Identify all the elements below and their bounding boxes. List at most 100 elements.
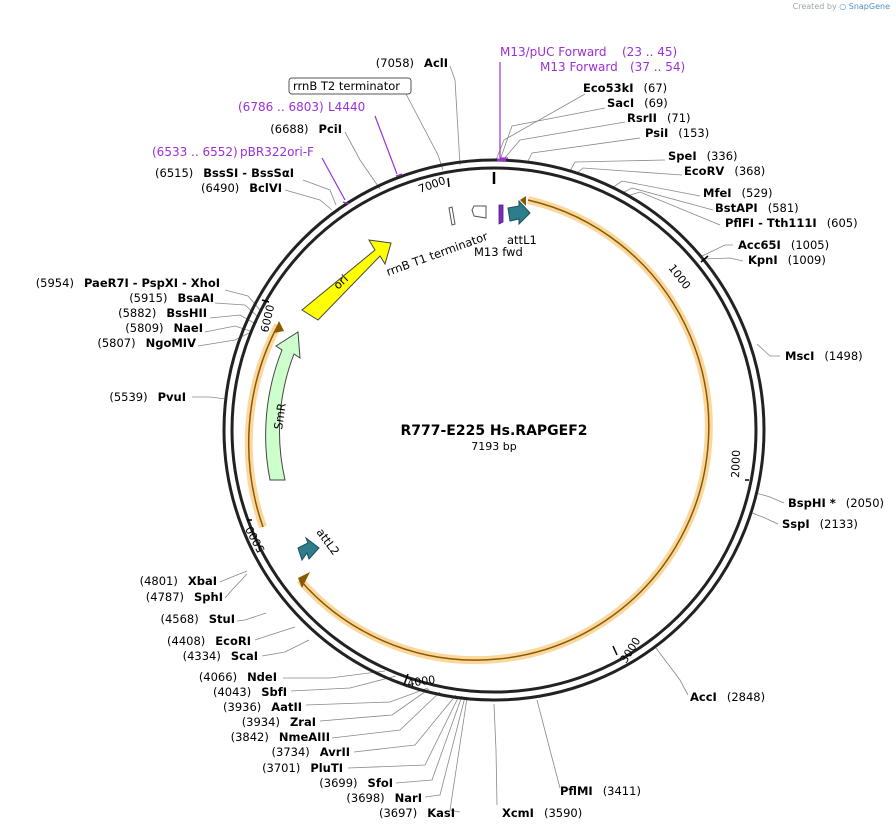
svg-text:(5882)BssHII: (5882)BssHII	[118, 306, 207, 320]
svg-text:Eco53kI(67): Eco53kI(67)	[583, 81, 667, 95]
site-pluti: PluTI	[310, 761, 343, 775]
site-acli-pos: (7058)	[376, 56, 414, 70]
rrnb-t1-feature	[471, 205, 487, 219]
svg-text:(4787)SphI: (4787) SphI	[146, 590, 223, 604]
svg-text:SacI(69): SacI (69)	[607, 96, 668, 110]
svg-text:(5809)NaeI: (5809)NaeI	[125, 321, 203, 335]
site-acli: AclI	[424, 56, 448, 70]
site-paer7i-pspxi-xhoi: PaeR7I - PspXI - XhoI	[84, 276, 220, 290]
site-spei-pos: (336)	[707, 149, 738, 163]
primer-l4440-name: L4440	[328, 100, 365, 114]
credit-prefix: Created by	[792, 2, 837, 11]
primer-marks	[321, 62, 508, 205]
site-ecori-pos: (4408)	[167, 634, 205, 648]
primer-pbr322-name: pBR322ori-F	[240, 145, 314, 159]
site-xbai: XbaI	[188, 574, 217, 588]
primer-m13fwd-pos: (37 .. 54)	[630, 60, 685, 74]
svg-text:(3699)SfoI: (3699)SfoI	[319, 776, 393, 790]
site-kpni-pos: (1009)	[788, 253, 826, 267]
site-nari-pos: (3698)	[346, 791, 384, 805]
site-bsssi-pos: (6515)	[155, 166, 193, 180]
site-bstapi-pos: (581)	[768, 201, 799, 215]
svg-text:(3701)PluTI: (3701) PluTI	[262, 761, 343, 775]
site-ngomiv: NgoMIV	[146, 336, 196, 350]
svg-text:BstAPI(581): BstAPI(581)	[715, 201, 799, 215]
svg-text:AccI(2848): AccI(2848)	[690, 690, 765, 704]
svg-text:(4568)StuI: (4568) StuI	[161, 612, 236, 626]
site-avrii: AvrII	[320, 745, 350, 759]
site-aatii-pos: (3936)	[223, 700, 261, 714]
tick-6000: 6000	[258, 303, 277, 333]
svg-text:(5807)NgoMIV: (5807)NgoMIV	[97, 336, 196, 350]
primer-l4440-pos: (6786 .. 6803)	[238, 100, 324, 114]
snapgene-logo-icon: ○	[839, 2, 847, 11]
svg-text:(7058)AclI: (7058) AclI	[376, 56, 448, 70]
site-acc65i: Acc65I	[738, 238, 781, 252]
attl2-feature	[297, 536, 320, 562]
site-bclvi-pos: (6490)	[201, 181, 239, 195]
svg-text:XcmI(3590): XcmI (3590)	[502, 806, 582, 820]
svg-text:(3842)NmeAIII: (3842) NmeAIII	[231, 730, 330, 744]
svg-text:(4801)XbaI: (4801)XbaI	[140, 574, 217, 588]
site-sphi: SphI	[194, 590, 223, 604]
site-msci: MscI	[785, 349, 814, 363]
site-bsssi: BssSI - BssSαI	[203, 166, 294, 180]
svg-text:PsiI(153): PsiI (153)	[645, 126, 709, 140]
svg-text:MscI(1498): MscI(1498)	[785, 349, 863, 363]
site-scai: ScaI	[231, 649, 258, 663]
site-eco53ki: Eco53kI	[583, 81, 634, 95]
site-sphi-pos: (4787)	[146, 590, 184, 604]
svg-text:RsrII(71): RsrII(71)	[627, 111, 691, 125]
svg-text:(6490)BclVI: (6490) BclVI	[201, 181, 282, 195]
svg-text:(3697)KasI: (3697)KasI	[379, 806, 455, 820]
primer-m13fwd-name: M13 Forward	[540, 60, 618, 74]
site-kasi: KasI	[427, 806, 455, 820]
site-pcii-pos: (6688)	[270, 122, 308, 136]
svg-text:PflFI - Tth111I(605): PflFI - Tth111I(605)	[725, 216, 858, 230]
site-stui: StuI	[209, 612, 235, 626]
site-saci-pos: (69)	[644, 96, 668, 110]
site-psii-pos: (153)	[678, 126, 709, 140]
svg-text:(4334)ScaI: (4334)ScaI	[183, 649, 258, 663]
site-acci-pos: (2848)	[727, 690, 765, 704]
site-bclvi: BclVI	[249, 181, 282, 195]
site-psii: PsiI	[645, 126, 668, 140]
leader-lines	[192, 65, 785, 813]
site-stui-pos: (4568)	[161, 612, 199, 626]
site-pluti-pos: (3701)	[262, 761, 300, 775]
site-pflmi: PflMI	[560, 784, 593, 798]
site-xcmi: XcmI	[502, 806, 534, 820]
site-naei-pos: (5809)	[125, 321, 163, 335]
site-sspi: SspI	[782, 517, 810, 531]
attl1-feature	[507, 199, 531, 226]
site-bsaai-pos: (5915)	[129, 291, 167, 305]
site-sspi-pos: (2133)	[820, 517, 858, 531]
svg-text:(3734)AvrII: (3734) AvrII	[272, 745, 350, 759]
site-ndei-pos: (4066)	[199, 670, 237, 684]
svg-text:(3698)NarI: (3698)NarI	[346, 791, 422, 805]
site-avrii-pos: (3734)	[272, 745, 310, 759]
site-pcii: PciI	[319, 122, 342, 136]
site-bsshii-pos: (5882)	[118, 306, 156, 320]
site-saci: SacI	[607, 96, 634, 110]
svg-text:(3934)ZraI: (3934)ZraI	[242, 715, 316, 729]
site-spei: SpeI	[668, 149, 697, 163]
svg-text:(5915)BsaAI: (5915)BsaAI	[129, 291, 214, 305]
site-aatii: AatII	[271, 700, 302, 714]
site-nmeaiii: NmeAIII	[279, 730, 330, 744]
site-sfoi: SfoI	[368, 776, 393, 790]
svg-text:(4066)NdeI: (4066)NdeI	[199, 670, 277, 684]
site-ecori: EcoRI	[215, 634, 251, 648]
site-nmeaiii-pos: (3842)	[231, 730, 269, 744]
site-acc65i-pos: (1005)	[791, 238, 829, 252]
site-xcmi-pos: (3590)	[544, 806, 582, 820]
svg-text:(6688)PciI: (6688) PciI	[270, 122, 342, 136]
svg-text:(4043)SbfI: (4043)SbfI	[213, 685, 287, 699]
svg-text:(6515)BssSI - BssSαI: (6515) BssSI - BssSαI	[155, 166, 294, 180]
tick-1000: 1000	[666, 262, 693, 292]
credit-brand: SnapGene	[848, 2, 890, 11]
insert-region	[244, 196, 713, 665]
site-mfei-pos: (529)	[742, 186, 773, 200]
site-rsrii: RsrII	[627, 111, 657, 125]
site-pflfi-pos: (605)	[827, 216, 858, 230]
